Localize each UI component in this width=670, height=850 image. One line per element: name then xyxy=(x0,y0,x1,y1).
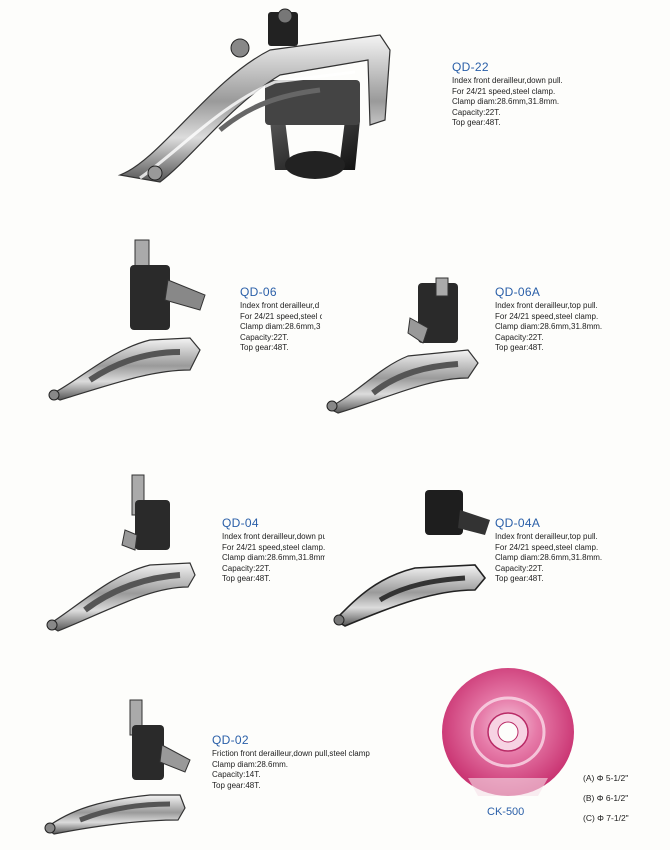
size-option: (C) Φ 7-1/2" xyxy=(583,813,629,823)
spec-line: Index front derailleur,d xyxy=(240,301,320,310)
spec-line: Capacity:22T. xyxy=(495,332,544,342)
qd-06-derailleur-image xyxy=(48,239,206,401)
spec-line: Top gear:48T. xyxy=(452,118,501,128)
spec-line: Capacity:14T. xyxy=(212,770,261,780)
qd-06a-derailleur-image xyxy=(326,277,479,414)
spec-line: Index front derailleur,top pull. xyxy=(495,301,598,310)
spec-line: Index front derailleur,down pu xyxy=(222,532,325,541)
spec-line: For 24/21 speed,steel c xyxy=(240,311,322,321)
spec-line: Clamp diam:28.6mm,3 xyxy=(240,322,321,332)
spec-line: Top gear:48T. xyxy=(495,343,544,353)
product-qd-04a: QD-04A Index front derailleur,top pull. … xyxy=(495,516,602,585)
qd-04-derailleur-image xyxy=(46,474,196,632)
product-qd-22: QD-22 Index front derailleur,down pull. … xyxy=(452,60,563,129)
size-option: (A) Φ 5-1/2" xyxy=(583,773,629,783)
spec-line: For 24/21 speed,steel clamp. xyxy=(495,311,599,321)
spec-line: Top gear:48T. xyxy=(222,574,271,584)
spec-line: Top gear:48T. xyxy=(212,780,261,790)
spec-line: For 24/21 speed,steel clamp. xyxy=(222,542,325,552)
spec-line: Clamp diam:28.6mm,31.8mm. xyxy=(495,322,603,332)
product-code: QD-06 xyxy=(240,285,277,299)
product-qd-02: QD-02 Friction front derailleur,down pul… xyxy=(212,733,370,791)
spec-line: Capacity:22T. xyxy=(495,563,544,573)
spec-line: For 24/21 speed,steel clamp. xyxy=(452,86,556,96)
product-code: QD-06A xyxy=(495,285,541,299)
size-option: (B) Φ 6-1/2" xyxy=(583,793,629,803)
spec-line: Index front derailleur,top pull. xyxy=(495,532,598,541)
spec-line: Capacity:22T. xyxy=(222,563,271,573)
spec-line: Top gear:48T. xyxy=(495,574,544,584)
product-qd-06a: QD-06A Index front derailleur,top pull. … xyxy=(495,285,602,354)
qd-22-derailleur-image xyxy=(117,8,391,183)
qd-02-derailleur-image xyxy=(44,699,191,835)
spec-line: Top gear:48T. xyxy=(240,343,289,353)
spec-line: Friction front derailleur,down pull,stee… xyxy=(212,749,370,758)
product-code: QD-04A xyxy=(495,516,541,530)
spec-line: For 24/21 speed,steel clamp. xyxy=(495,542,599,552)
product-qd-06: QD-06 Index front derailleur,d For 24/21… xyxy=(240,285,322,354)
ck-500-code: CK-500 xyxy=(487,806,525,818)
product-code: QD-02 xyxy=(212,733,249,747)
product-code: QD-22 xyxy=(452,60,489,74)
spec-line: Capacity:22T. xyxy=(452,107,501,117)
qd-04a-derailleur-image xyxy=(333,490,490,627)
spec-line: Clamp diam:28.6mm. xyxy=(212,759,289,769)
spec-line: Clamp diam:28.6mm,31.8mm xyxy=(222,553,325,563)
product-code: QD-04 xyxy=(222,516,259,530)
product-qd-04: QD-04 Index front derailleur,down pu For… xyxy=(222,516,325,585)
spec-line: Clamp diam:28.6mm,31.8mm. xyxy=(495,553,603,563)
spec-line: Index front derailleur,down pull. xyxy=(452,76,563,85)
spec-line: Capacity:22T. xyxy=(240,332,289,342)
spec-line: Clamp diam:28.6mm,31.8mm. xyxy=(452,97,560,107)
ck-500-chainguard-image xyxy=(442,668,574,796)
ck-500-size-options: (A) Φ 5-1/2" (B) Φ 6-1/2" (C) Φ 7-1/2" xyxy=(583,768,629,828)
